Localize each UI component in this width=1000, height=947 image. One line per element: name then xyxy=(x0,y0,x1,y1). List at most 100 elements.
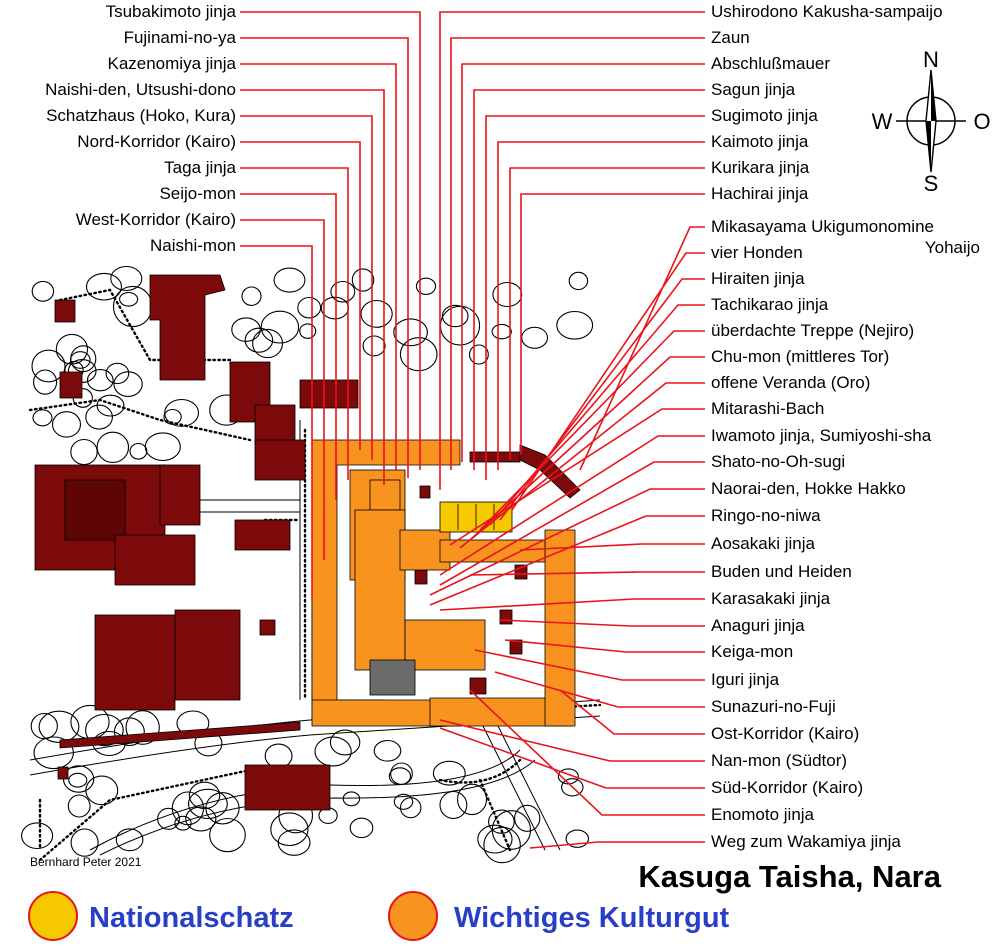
label-right-2: vier Honden xyxy=(711,243,803,262)
leader-right-17 xyxy=(504,639,705,653)
tree-crown xyxy=(362,335,386,357)
tree-crown xyxy=(85,272,123,301)
leader-right-20 xyxy=(559,689,705,735)
tree-crown xyxy=(468,344,489,365)
leader-right-14 xyxy=(469,571,705,576)
label-right-7: offene Veranda (Oro) xyxy=(711,373,870,392)
label-right-3: Hiraiten jinja xyxy=(711,269,805,288)
labels-right-bottom: Mikasayama Ukigumonomine Yohaijo vier Ho… xyxy=(711,217,980,851)
label-right-top-4: Sagun jinja xyxy=(711,80,796,99)
kulturgut-buildings-layer xyxy=(311,439,576,727)
leader-right-3 xyxy=(499,278,705,521)
tree-crown xyxy=(514,804,541,832)
label-right-12: Ringo-no-niwa xyxy=(711,506,821,525)
tree-crown xyxy=(415,277,437,295)
tree-crown xyxy=(129,442,148,460)
tree-crown xyxy=(85,775,119,806)
label-left-5: Schatzhaus (Hoko, Kura) xyxy=(46,106,236,125)
compass-north: N xyxy=(923,47,939,72)
tree-crown xyxy=(209,817,246,853)
compass-west: W xyxy=(872,109,893,134)
tree-crown xyxy=(185,806,217,832)
tree-crown xyxy=(565,829,590,848)
tree-crown xyxy=(96,394,125,417)
tree-crown xyxy=(171,791,205,826)
tree-crown xyxy=(561,778,584,797)
leader-right-13 xyxy=(519,543,705,551)
leader-right-top-6 xyxy=(497,141,705,470)
leader-right-8 xyxy=(449,408,705,546)
leader-right-1 xyxy=(579,226,705,471)
leader-right-2 xyxy=(511,252,705,511)
tree-crown xyxy=(163,408,182,425)
label-right-top-1: Ushirodono Kakusha-sampaijo xyxy=(711,2,943,21)
other-buildings-layer xyxy=(34,274,581,811)
label-right-top-5: Sugimoto jinja xyxy=(711,106,818,125)
leader-right-top-2 xyxy=(450,37,705,470)
label-right-9: Iwamoto jinja, Sumiyoshi-sha xyxy=(711,426,932,445)
tree-crown xyxy=(21,822,54,850)
label-right-23: Enomoto jinja xyxy=(711,805,815,824)
tree-crown xyxy=(33,369,58,395)
label-left-3: Kazenomiya jinja xyxy=(107,54,236,73)
label-left-6: Nord-Korridor (Kairo) xyxy=(77,132,236,151)
compass-south: S xyxy=(924,171,939,196)
legend-swatch-kulturgut xyxy=(388,891,438,941)
leader-left-4 xyxy=(240,89,385,485)
label-right-8: Mitarashi-Bach xyxy=(711,399,824,418)
label-left-7: Taga jinja xyxy=(164,158,236,177)
leader-left-2 xyxy=(240,37,409,478)
leader-left-9 xyxy=(240,219,325,560)
label-left-1: Tsubakimoto jinja xyxy=(106,2,237,21)
tree-crown xyxy=(55,333,89,365)
label-right-15: Karasakaki jinja xyxy=(711,589,831,608)
leader-left-6 xyxy=(240,141,361,450)
label-right-18: Iguri jinja xyxy=(711,670,780,689)
label-left-2: Fujinami-no-ya xyxy=(124,28,237,47)
leader-right-12 xyxy=(429,515,705,606)
tree-crown xyxy=(260,310,300,344)
tree-crown xyxy=(244,327,274,353)
tree-crown xyxy=(273,267,306,293)
label-right-top-6: Kaimoto jinja xyxy=(711,132,809,151)
tree-crown xyxy=(119,291,139,307)
leader-right-23 xyxy=(469,689,705,816)
author-credit: Bernhard Peter 2021 xyxy=(30,855,142,869)
leader-right-24 xyxy=(529,841,705,849)
leader-right-top-4 xyxy=(473,89,705,470)
tree-crown xyxy=(174,815,192,831)
tree-crown xyxy=(96,431,130,463)
tree-crown xyxy=(314,736,352,767)
compass-east: O xyxy=(973,109,990,134)
label-right-24: Weg zum Wakamiya jinja xyxy=(711,832,901,851)
label-right-13: Aosakaki jinja xyxy=(711,534,815,553)
tree-crown xyxy=(69,351,91,369)
tree-crown xyxy=(115,828,144,852)
tree-crown xyxy=(32,409,53,427)
label-right-22: Süd-Korridor (Kairo) xyxy=(711,778,863,797)
leader-right-21 xyxy=(439,719,705,762)
tree-crown xyxy=(270,812,309,847)
label-right-17: Keiga-mon xyxy=(711,642,793,661)
labels-left: Tsubakimoto jinja Fujinami-no-ya Kazenom… xyxy=(45,2,236,255)
label-left-8: Seijo-mon xyxy=(159,184,236,203)
compass-rose: N S W O xyxy=(872,47,991,196)
label-left-10: Naishi-mon xyxy=(150,236,236,255)
tree-crown xyxy=(67,794,91,818)
tree-canopy-layer xyxy=(21,265,594,864)
label-right-11: Naorai-den, Hokke Hakko xyxy=(711,479,906,498)
tree-crown xyxy=(299,323,317,339)
leader-lines-layer xyxy=(240,11,705,849)
tree-crown xyxy=(110,265,143,292)
label-right-21: Nan-mon (Südtor) xyxy=(711,751,847,770)
label-right-top-3: Abschlußmauer xyxy=(711,54,830,73)
label-right-top-7: Kurikara jinja xyxy=(711,158,810,177)
label-right-top-8: Hachirai jinja xyxy=(711,184,809,203)
label-right-1: Mikasayama Ukigumonomine xyxy=(711,217,934,236)
tree-crown xyxy=(68,772,88,788)
label-right-10: Shato-no-Oh-sugi xyxy=(711,452,845,471)
tree-crown xyxy=(86,369,114,392)
tree-crown xyxy=(568,271,589,291)
label-right-16: Anaguri jinja xyxy=(711,616,805,635)
